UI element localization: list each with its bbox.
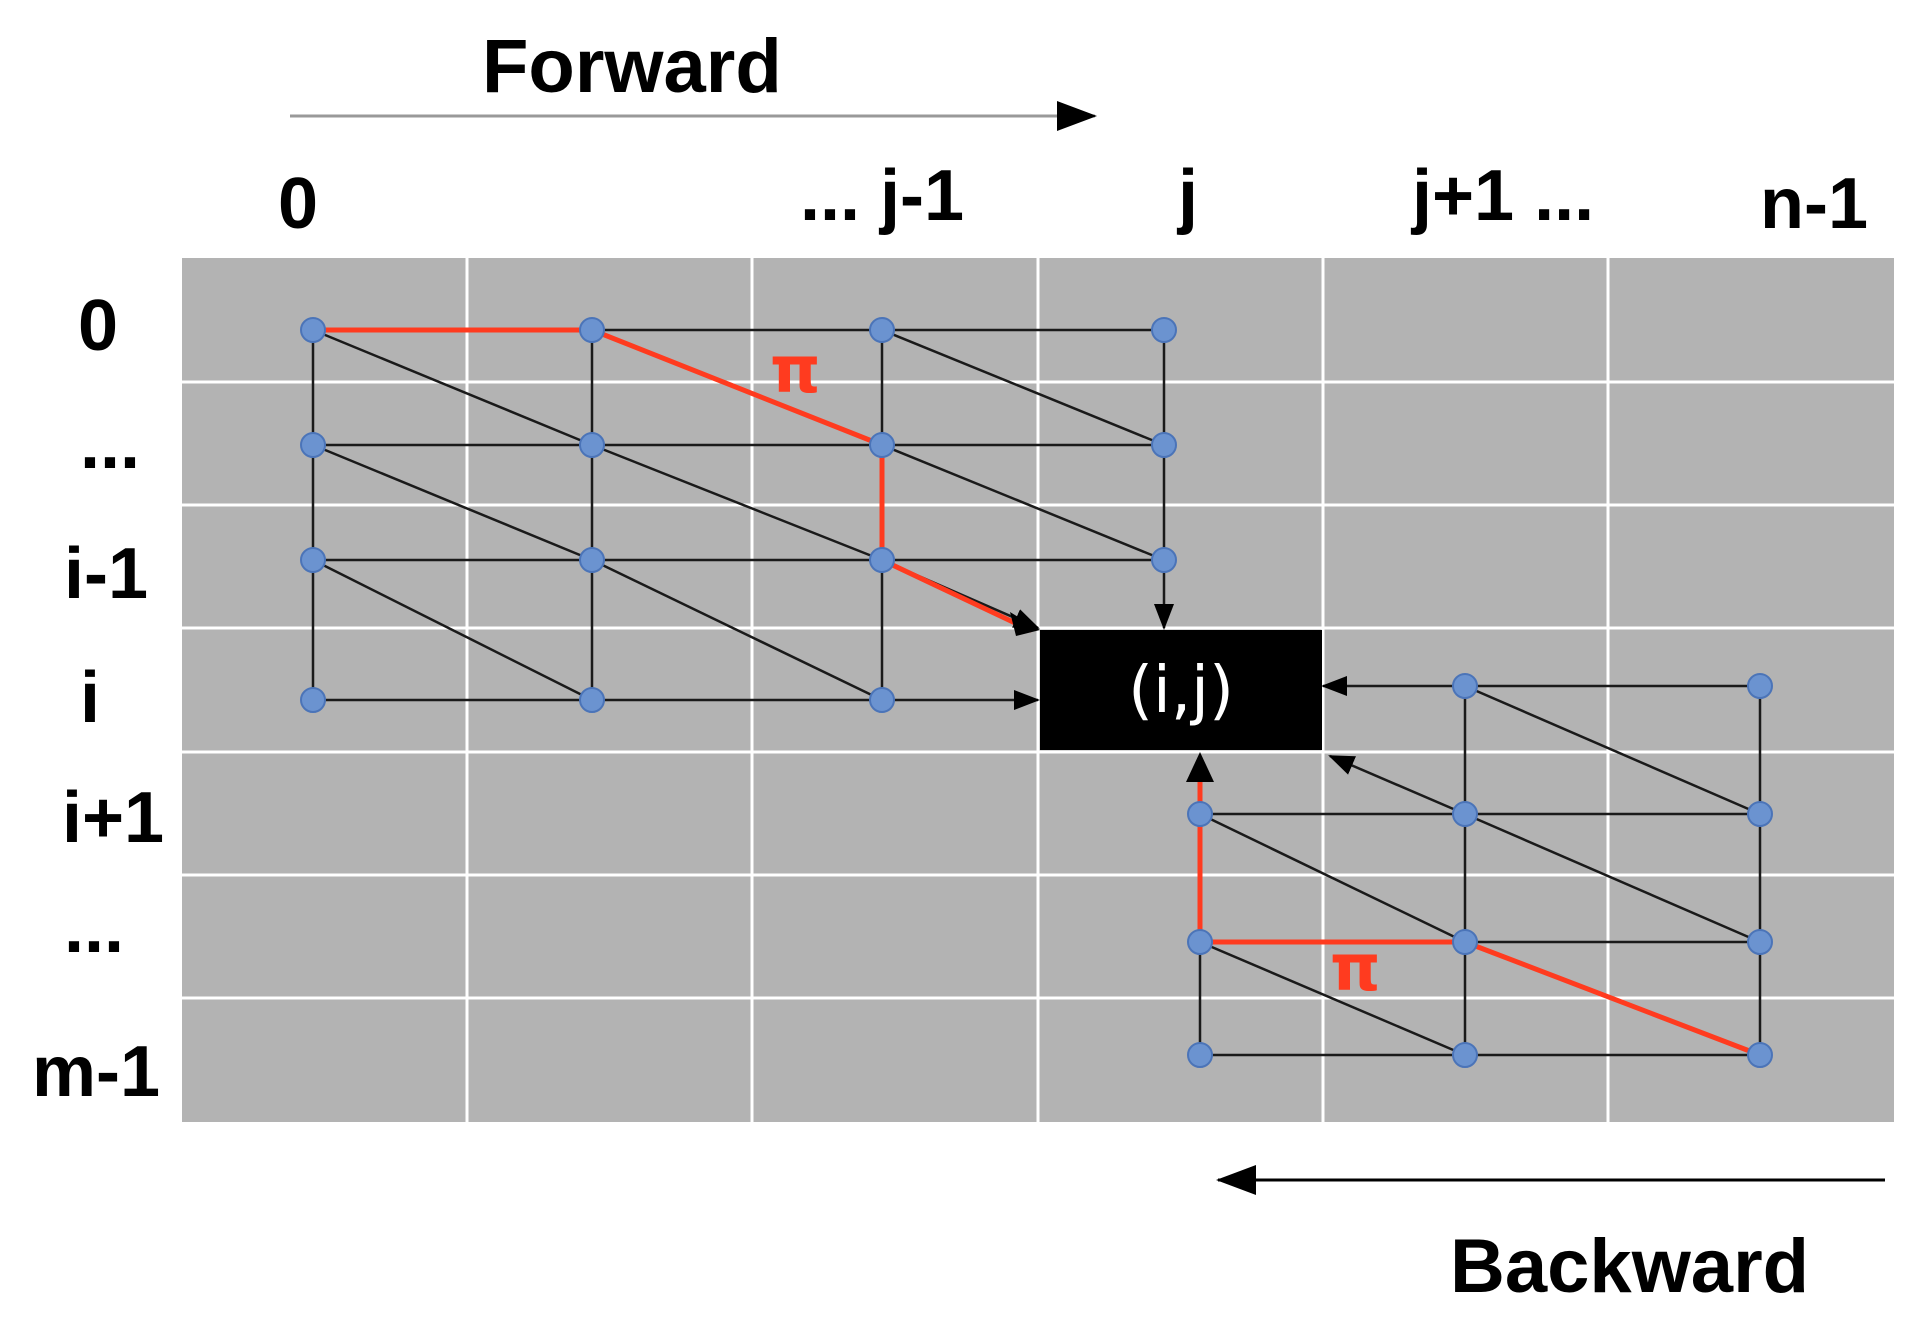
node <box>579 432 605 458</box>
node <box>869 547 895 573</box>
column-label: ... j-1 <box>800 156 964 236</box>
node <box>869 687 895 713</box>
row-labels: 0 ... i-1 i i+1 ... m-1 <box>32 286 164 1112</box>
path-segment <box>1197 762 1763 1058</box>
forward-path-arrowhead <box>1010 612 1040 636</box>
node <box>1452 801 1478 827</box>
node <box>1452 1042 1478 1068</box>
row-label: i <box>80 658 100 738</box>
node <box>579 317 605 343</box>
node <box>1452 673 1478 699</box>
node <box>300 317 326 343</box>
row-label: i+1 <box>62 778 164 858</box>
target-cell: (i,j) <box>1040 630 1322 750</box>
node <box>869 317 895 343</box>
edge <box>1464 684 1761 816</box>
column-label: j+1 ... <box>1410 156 1594 236</box>
backward-label: Backward <box>1450 1224 1809 1309</box>
node <box>1151 317 1177 343</box>
edge <box>1464 812 1761 944</box>
edge <box>591 443 883 562</box>
edge <box>312 558 593 702</box>
row-label: ... <box>80 404 140 484</box>
forward-path-pi-label: π <box>770 334 821 408</box>
node <box>1747 801 1773 827</box>
edge <box>312 443 593 562</box>
edge <box>881 443 1165 562</box>
forward-label: Forward <box>482 24 782 109</box>
edge <box>881 328 1165 447</box>
backward-path-pi-label: π <box>1330 932 1381 1006</box>
node <box>1151 547 1177 573</box>
column-labels: 0 ... j-1 j j+1 ... n-1 <box>278 156 1868 244</box>
node <box>579 687 605 713</box>
edge <box>312 328 593 447</box>
grid <box>182 258 1894 1122</box>
forward-nodes <box>300 317 1177 713</box>
row-label: ... <box>64 888 124 968</box>
backward-nodes <box>1187 673 1773 1068</box>
node <box>300 547 326 573</box>
column-label: j <box>1176 156 1198 236</box>
column-label: n-1 <box>1760 164 1868 244</box>
node <box>1187 1042 1213 1068</box>
node <box>1187 929 1213 955</box>
row-label: i-1 <box>64 534 148 614</box>
edge <box>591 558 883 702</box>
node <box>300 687 326 713</box>
target-cell-box <box>1040 630 1322 750</box>
node <box>1747 929 1773 955</box>
node <box>1747 1042 1773 1068</box>
node <box>1151 432 1177 458</box>
row-label: 0 <box>78 286 118 366</box>
edge <box>1328 754 1466 816</box>
backward-optimal-path <box>1197 762 1763 1058</box>
node <box>579 547 605 573</box>
node <box>1747 673 1773 699</box>
node <box>1187 801 1213 827</box>
edge <box>1199 812 1466 944</box>
backward-path-arrowhead <box>1186 752 1214 782</box>
edge <box>1199 940 1466 1057</box>
column-label: 0 <box>278 164 318 244</box>
node <box>300 432 326 458</box>
target-cell-label: (i,j) <box>1128 654 1234 728</box>
row-label: m-1 <box>32 1032 160 1112</box>
node <box>1452 929 1478 955</box>
node <box>869 432 895 458</box>
